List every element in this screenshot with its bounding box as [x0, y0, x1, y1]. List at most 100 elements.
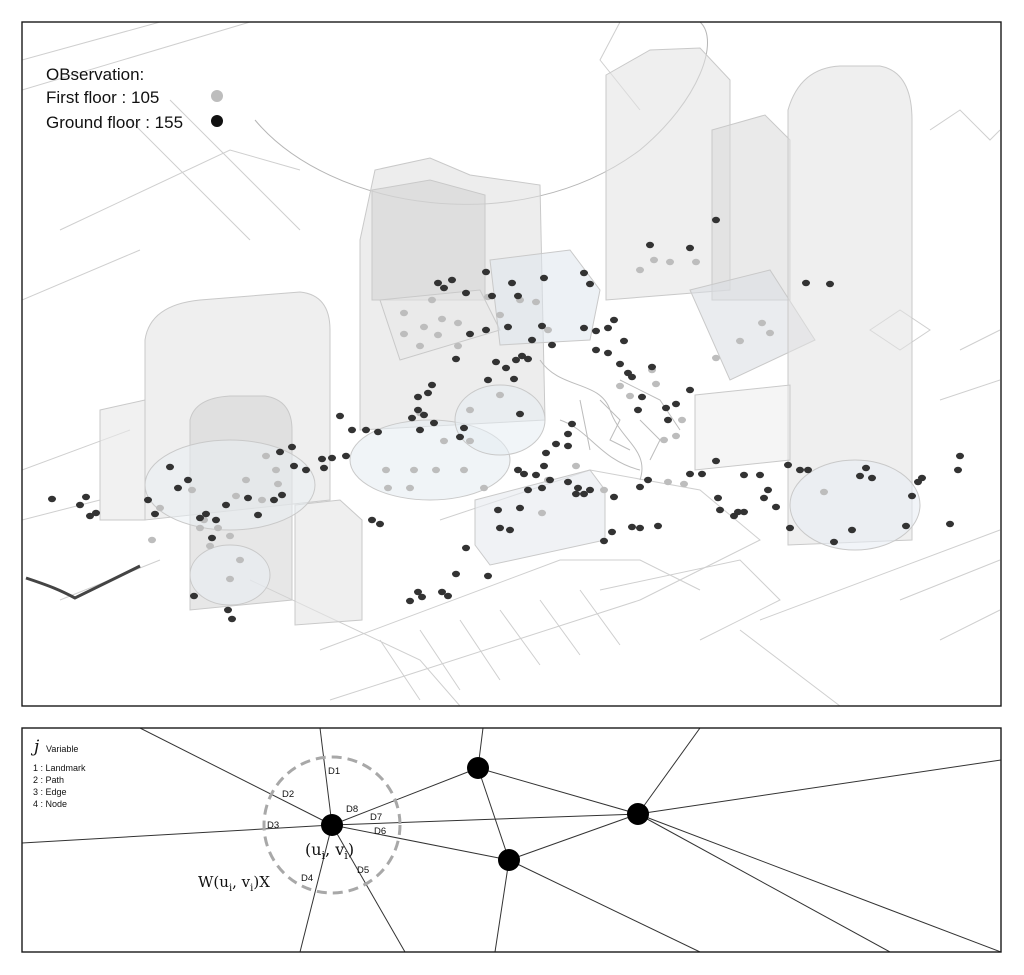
legend-ground-floor-swatch	[211, 115, 223, 127]
observation-point	[538, 484, 546, 492]
observation-point	[636, 483, 644, 491]
observation-point	[580, 324, 588, 332]
observation-point	[532, 471, 540, 479]
observation-point	[484, 572, 492, 580]
observation-point	[438, 588, 446, 596]
observation-point	[202, 510, 210, 518]
observation-point	[666, 258, 674, 266]
observation-point	[448, 276, 456, 284]
observation-point	[730, 512, 738, 520]
observation-point	[574, 484, 582, 492]
observation-point	[278, 491, 286, 499]
observation-point	[76, 501, 84, 509]
observation-point	[290, 462, 298, 470]
observation-point	[586, 280, 594, 288]
observation-point	[830, 538, 838, 546]
direction-label-d8: D8	[346, 804, 358, 815]
network-nodes	[321, 757, 649, 871]
observation-point	[740, 471, 748, 479]
observation-point	[454, 342, 462, 350]
observation-point	[92, 509, 100, 517]
observation-point	[410, 466, 418, 474]
observation-point	[528, 336, 536, 344]
observation-point	[616, 382, 624, 390]
observation-point	[496, 524, 504, 532]
node	[467, 757, 489, 779]
observation-point	[208, 534, 216, 542]
observation-point	[444, 592, 452, 600]
observation-point	[654, 522, 662, 530]
observation-point	[384, 484, 392, 492]
variable-item-landmark: 1 : Landmark	[33, 763, 86, 773]
observation-point	[692, 258, 700, 266]
observation-point	[616, 360, 624, 368]
observation-point	[544, 326, 552, 334]
observation-point	[542, 449, 550, 457]
observation-point	[510, 375, 518, 383]
observation-point	[460, 424, 468, 432]
ground-floor-observations	[48, 216, 964, 623]
observation-point	[862, 464, 870, 472]
node	[498, 849, 520, 871]
observation-point	[954, 466, 962, 474]
observation-point	[244, 494, 252, 502]
observation-point	[504, 323, 512, 331]
center-coordinate-label: (ui, vi)	[305, 840, 354, 862]
direction-label-d5: D5	[357, 865, 369, 876]
observation-point	[430, 419, 438, 427]
diagram-frame	[21, 727, 1002, 953]
observation-point	[868, 474, 876, 482]
observation-point	[482, 268, 490, 276]
observation-point	[820, 488, 828, 496]
observation-point	[908, 492, 916, 500]
observation-point	[226, 532, 234, 540]
observation-point	[454, 319, 462, 327]
observation-point	[466, 437, 474, 445]
observation-point	[400, 309, 408, 317]
observation-point	[586, 486, 594, 494]
observation-point	[644, 476, 652, 484]
observation-point	[610, 493, 618, 501]
observation-point	[226, 575, 234, 583]
focal-node	[321, 814, 343, 836]
direction-label-d3: D3	[267, 820, 279, 831]
observation-point	[662, 404, 670, 412]
observation-point	[546, 476, 554, 484]
observation-point	[638, 393, 646, 401]
observation-point	[512, 356, 520, 364]
observation-point	[492, 358, 500, 366]
observation-point	[376, 520, 384, 528]
map-frame	[21, 21, 1002, 707]
observation-point	[740, 508, 748, 516]
observation-point	[914, 478, 922, 486]
observation-point	[714, 494, 722, 502]
observation-point	[524, 355, 532, 363]
observation-point	[636, 524, 644, 532]
observation-point	[712, 216, 720, 224]
observation-point	[686, 386, 694, 394]
observation-point	[276, 448, 284, 456]
legend-title: OBservation:	[46, 65, 144, 84]
observation-point	[572, 490, 580, 498]
variable-legend: j Variable 1 : Landmark 2 : Path 3 : Edg…	[30, 737, 86, 809]
direction-labels: D1 D2 D3 D4 D5 D6 D7 D8	[267, 766, 386, 884]
observation-point	[414, 406, 422, 414]
observation-point	[758, 319, 766, 327]
observation-point	[516, 504, 524, 512]
node	[627, 803, 649, 825]
observation-point	[190, 592, 198, 600]
observation-point	[184, 476, 192, 484]
observation-point	[540, 462, 548, 470]
observation-point	[524, 486, 532, 494]
observation-point	[664, 478, 672, 486]
direction-label-d1: D1	[328, 766, 340, 777]
observation-point	[336, 412, 344, 420]
variable-heading: Variable	[46, 744, 78, 754]
gwr-diagram-panel: D1 D2 D3 D4 D5 D6 D7 D8 (ui, vi) W(ui, v…	[21, 727, 1002, 953]
observation-point	[428, 381, 436, 389]
observation-point	[786, 524, 794, 532]
observation-point	[756, 471, 764, 479]
observation-point	[420, 411, 428, 419]
observation-point	[86, 512, 94, 520]
observation-point	[628, 373, 636, 381]
